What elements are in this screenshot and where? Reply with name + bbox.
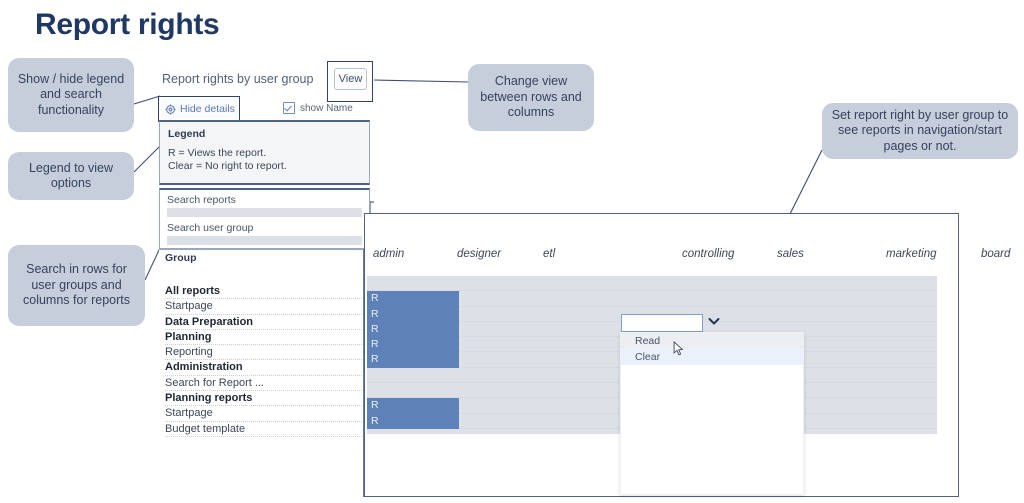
column-header-marketing[interactable]: marketing — [886, 248, 937, 260]
permission-dropdown-field[interactable] — [621, 314, 703, 332]
row-label[interactable]: Reporting — [165, 345, 370, 361]
show-name-checkbox[interactable] — [283, 102, 295, 114]
column-header-etl[interactable]: etl — [543, 248, 556, 260]
row-label[interactable]: Planning reports — [165, 391, 370, 407]
callout-search-rows-cols: Search in rows for user groups and colum… — [8, 245, 145, 326]
row-label[interactable]: Startpage — [165, 406, 370, 422]
callout-set-report-right: Set report right by user group to see re… — [822, 103, 1018, 159]
search-usergroup-input[interactable] — [167, 236, 362, 245]
matrix-cell-admin[interactable]: R — [367, 306, 459, 322]
panel-subtitle: Report rights by user group — [162, 72, 314, 86]
legend-line-clear: Clear = No right to report. — [168, 160, 287, 172]
callout-change-view: Change view between rows and columns — [468, 64, 594, 131]
page-title: Report rights — [35, 8, 220, 41]
row-label[interactable]: Search for Report ... — [165, 376, 370, 392]
row-label[interactable]: Data Preparation — [165, 315, 370, 330]
mouse-cursor-icon — [673, 341, 684, 356]
search-reports-label: Search reports — [167, 194, 236, 206]
matrix-cell-admin[interactable]: R — [367, 337, 459, 353]
row-label[interactable]: All reports — [165, 284, 370, 300]
matrix-cell-admin[interactable]: R — [367, 291, 459, 307]
column-header-sales[interactable]: sales — [777, 248, 804, 260]
dropdown-option-read[interactable]: Read — [621, 333, 803, 349]
column-header-board[interactable]: board — [981, 248, 1011, 260]
search-panel: Search reports Search user group — [159, 188, 370, 249]
column-header-admin[interactable]: admin — [373, 248, 405, 260]
row-label[interactable]: Administration — [165, 360, 370, 376]
matrix-cell-admin[interactable]: R — [367, 321, 459, 338]
search-reports-input[interactable] — [167, 208, 362, 217]
legend-line-r: R = Views the report. — [168, 147, 267, 159]
dropdown-option-clear[interactable]: Clear — [621, 349, 803, 365]
callout-legend-options: Legend to view options — [8, 152, 134, 200]
row-header-group: Group — [159, 249, 370, 265]
column-header-controlling[interactable]: controlling — [682, 248, 735, 260]
hide-details-label: Hide details — [180, 103, 235, 115]
matrix-column-headers: admin designer etl controlling sales marketin… — [365, 248, 1010, 270]
matrix-row[interactable]: R — [367, 291, 937, 307]
matrix-cell-admin[interactable]: R — [367, 413, 459, 429]
row-label[interactable]: Startpage — [165, 299, 370, 315]
highlight-box-view — [327, 61, 373, 102]
show-name-checkbox-wrapper[interactable]: show Name — [283, 102, 353, 114]
gear-icon — [165, 103, 176, 115]
row-label[interactable]: Planning — [165, 330, 370, 346]
matrix-cell-admin[interactable]: R — [367, 398, 459, 414]
callout-show-hide-legend: Show / hide legend and search functional… — [8, 58, 134, 132]
legend-panel: Legend R = Views the report. Clear = No … — [159, 120, 370, 185]
legend-title: Legend — [168, 128, 206, 140]
report-rights-matrix-panel: admin designer etl controlling sales marketin… — [364, 213, 1010, 497]
search-usergroup-label: Search user group — [167, 222, 254, 234]
hide-details-button[interactable]: Hide details — [161, 99, 237, 119]
show-name-label: show Name — [300, 102, 353, 114]
view-button[interactable]: View — [334, 68, 367, 90]
chevron-down-icon[interactable] — [708, 317, 720, 326]
matrix-cell-admin[interactable]: R — [367, 352, 459, 368]
permission-dropdown-list[interactable]: Read Clear — [620, 332, 804, 495]
column-header-designer[interactable]: designer — [457, 248, 502, 260]
column-divider — [363, 249, 365, 497]
matrix-row[interactable] — [367, 276, 937, 292]
row-label[interactable]: Budget template — [165, 422, 370, 437]
